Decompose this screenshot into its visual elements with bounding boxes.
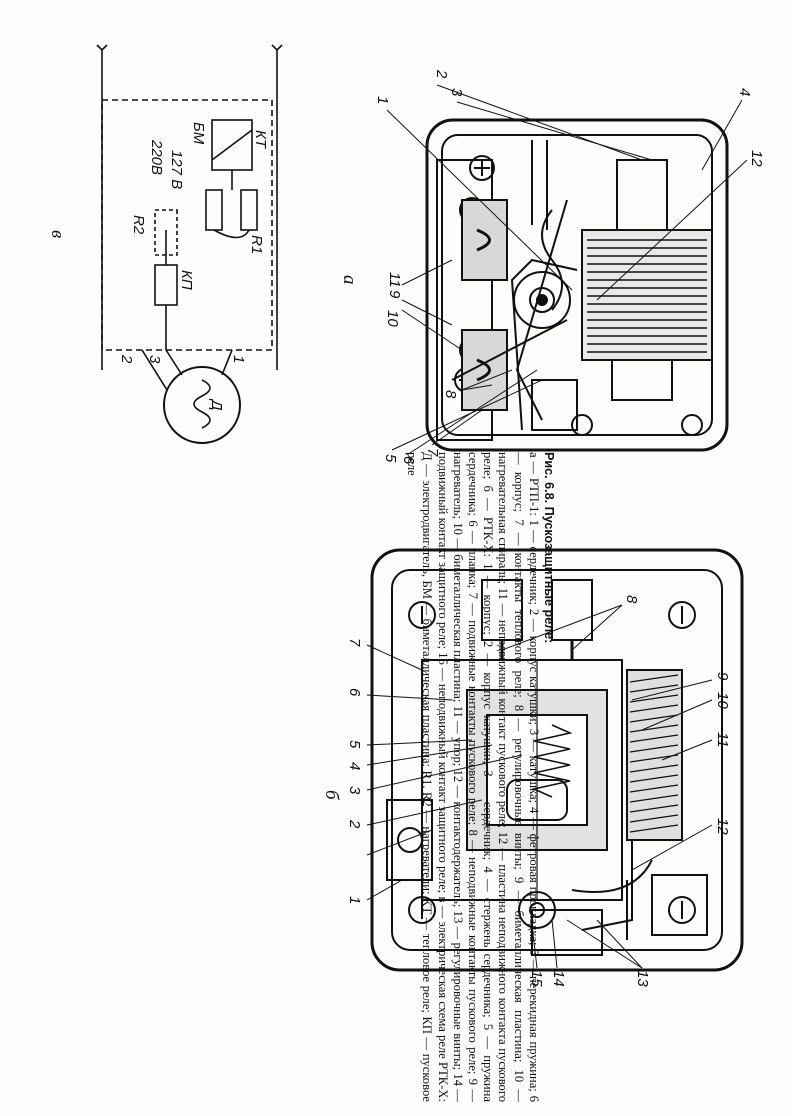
fig-b-part-12: 12 bbox=[714, 818, 731, 835]
fig-b-part-15: 15 bbox=[528, 970, 545, 987]
fig-b-part-4: 4 bbox=[346, 762, 363, 770]
fig-a-part-11: 11 bbox=[386, 272, 403, 288]
circuit-label-127v: 127 В bbox=[168, 150, 185, 189]
figure-c-label: в bbox=[47, 230, 68, 238]
fig-a-part-6: 6 bbox=[400, 456, 417, 465]
fig-b-part-10: 10 bbox=[714, 692, 731, 709]
figure-a-drawing: 1 2 3 4 5 6 7 8 9 10 11 12 а bbox=[339, 69, 765, 465]
figure-b-label: б bbox=[321, 790, 342, 801]
figure-b-drawing: 7 6 5 4 3 2 1 8 9 10 11 12 13 14 15 б bbox=[321, 548, 744, 987]
fig-b-part-3: 3 bbox=[346, 786, 363, 795]
circuit-label-r1: R1 bbox=[248, 235, 265, 254]
circuit-terminal-3: 3 bbox=[146, 355, 163, 364]
fig-b-part-7: 7 bbox=[346, 638, 363, 647]
circuit-terminal-2: 2 bbox=[118, 354, 135, 364]
fig-a-part-12: 12 bbox=[748, 150, 765, 167]
circuit-label-kp: КП bbox=[178, 270, 195, 290]
figure-a-label: а bbox=[339, 275, 360, 285]
circuit-label-r2: R2 bbox=[130, 215, 147, 235]
fig-b-part-1: 1 bbox=[346, 896, 363, 904]
fig-a-part-1: 1 bbox=[374, 96, 391, 104]
fig-b-part-5: 5 bbox=[346, 740, 363, 749]
fig-b-part-8: 8 bbox=[623, 595, 640, 604]
figure-caption: Рис. 6.8. Пускозащитные реле: а — РТП-1:… bbox=[316, 452, 556, 1102]
fig-a-part-9: 9 bbox=[386, 290, 403, 299]
fig-a-part-3: 3 bbox=[448, 88, 465, 97]
circuit-label-bm: БМ bbox=[190, 122, 207, 145]
caption-heading: Рис. 6.8. Пускозащитные реле: bbox=[542, 452, 556, 644]
fig-b-part-6: 6 bbox=[346, 688, 363, 697]
fig-b-part-13: 13 bbox=[634, 970, 651, 987]
fig-b-part-11: 11 bbox=[714, 732, 731, 748]
circuit-terminal-1: 1 bbox=[230, 355, 247, 363]
fig-b-part-14: 14 bbox=[550, 970, 567, 987]
fig-a-part-8: 8 bbox=[442, 390, 459, 399]
circuit-label-d: Д bbox=[208, 398, 225, 411]
fig-b-part-9: 9 bbox=[714, 672, 731, 681]
fig-a-part-2: 2 bbox=[433, 69, 450, 79]
fig-a-part-4: 4 bbox=[736, 88, 753, 96]
fig-a-part-5: 5 bbox=[382, 454, 399, 463]
fig-a-part-10: 10 bbox=[384, 310, 401, 327]
fig-b-part-2: 2 bbox=[346, 819, 363, 829]
circuit-label-220v: 220В bbox=[148, 139, 165, 175]
figure-c-circuit: КТ БМ R1 R2 КП Д 127 В 220В 1 2 3 в bbox=[47, 44, 283, 444]
caption-body: а — РТП-1: 1 — сердечник; 2 — корпус кат… bbox=[405, 452, 541, 1102]
fig-a-part-7: 7 bbox=[424, 448, 441, 457]
circuit-label-kt: КТ bbox=[252, 130, 269, 150]
